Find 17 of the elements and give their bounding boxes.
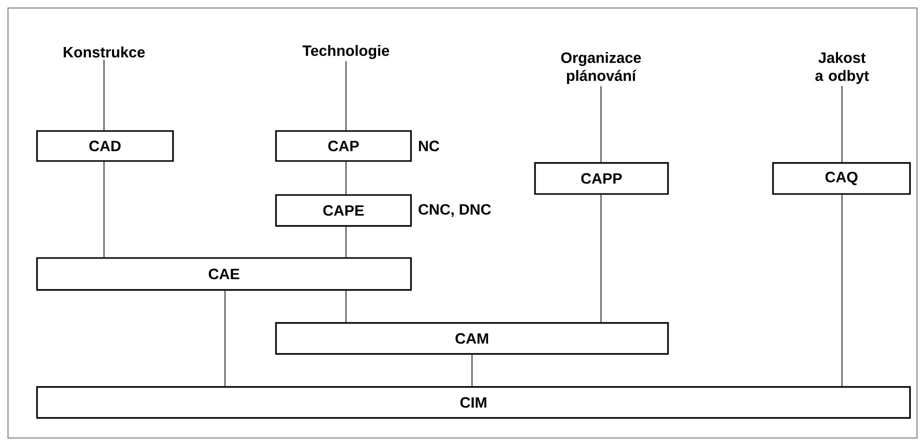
heading-label: Organizace plánování — [561, 52, 641, 84]
side-label: CNC, DNC — [418, 204, 491, 217]
connector-line — [600, 194, 602, 323]
heading-label: Jakost a odbyt — [815, 52, 869, 84]
system-box: CIM — [36, 386, 911, 419]
system-box: CAPE — [275, 194, 412, 227]
system-box: CAM — [275, 322, 669, 355]
connector-line — [600, 86, 602, 163]
connector-line — [224, 290, 226, 387]
side-label: NC — [419, 140, 440, 152]
system-box: CAE — [36, 257, 412, 291]
system-box: CAD — [36, 130, 174, 162]
system-box: CAP — [275, 130, 412, 162]
heading-label: Konstrukce — [64, 46, 145, 58]
system-box: CAQ — [772, 162, 911, 195]
heading-label: Technologie — [302, 44, 390, 60]
system-box: CAPP — [534, 162, 669, 195]
